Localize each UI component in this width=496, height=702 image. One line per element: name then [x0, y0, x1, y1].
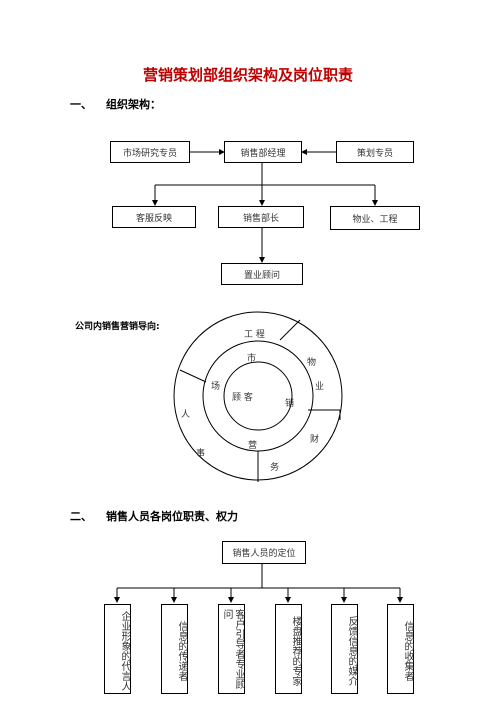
role-box-4: 楼盘推荐的专家 [275, 604, 302, 694]
section-1-heading: 组织架构： [106, 98, 161, 111]
divider-top-right [279, 319, 301, 341]
sales-orientation-diagram [173, 311, 343, 482]
ring-inner-label-4: 销 [285, 399, 295, 409]
inner-circle [223, 361, 293, 431]
ring-outer-label-7: 人 [181, 410, 191, 420]
middle-ring [202, 340, 314, 452]
role-box-6: 信息的收集者 [387, 604, 414, 694]
ring-inner-label-3: 营 [248, 441, 258, 451]
page-title: 营销策划部组织架构及岗位职责 [142, 66, 353, 84]
guidance-label: 公司内销售营销导向: [75, 322, 160, 332]
ring-inner-label-1: 市 [247, 354, 257, 364]
divider-left [179, 369, 207, 383]
customer-feedback-box: 客服反映 [112, 206, 196, 228]
positioning-top-box: 销售人员的定位 [222, 541, 306, 564]
planner-box: 策划专员 [336, 141, 414, 163]
ring-outer-label-6: 事 [196, 449, 206, 459]
sales-head-box: 销售部长 [218, 206, 304, 228]
ring-inner-label-2: 场 [211, 382, 221, 392]
ring-outer-label-3: 业 [315, 382, 325, 392]
role-box-3: 客户引导者专业顾问 [218, 604, 245, 694]
positioning-connectors [114, 564, 403, 603]
section-2-heading: 销售人员各岗位职责、权力 [106, 510, 238, 523]
ring-outer-label-4: 财 [310, 435, 320, 445]
ring-outer-label-2: 物 [307, 358, 317, 368]
section-1-number: 一、 [70, 98, 92, 111]
section-2-number: 二、 [70, 510, 92, 523]
ring-outer-label-1: 工 程 [244, 330, 265, 340]
ring-outer-label-5: 务 [270, 463, 280, 473]
market-research-box: 市场研究专员 [110, 141, 190, 163]
sales-manager-box: 销售部经理 [224, 141, 302, 163]
property-engineering-box: 物业、工程 [330, 206, 420, 230]
property-consultant-box: 置业顾问 [221, 263, 303, 285]
role-box-2: 信息的传递者 [161, 604, 188, 694]
role-box-5: 反馈信息的媒介 [331, 604, 358, 694]
role-box-1: 企业形象的代言人 [104, 604, 131, 694]
ring-center-label: 顾 客 [232, 393, 253, 403]
